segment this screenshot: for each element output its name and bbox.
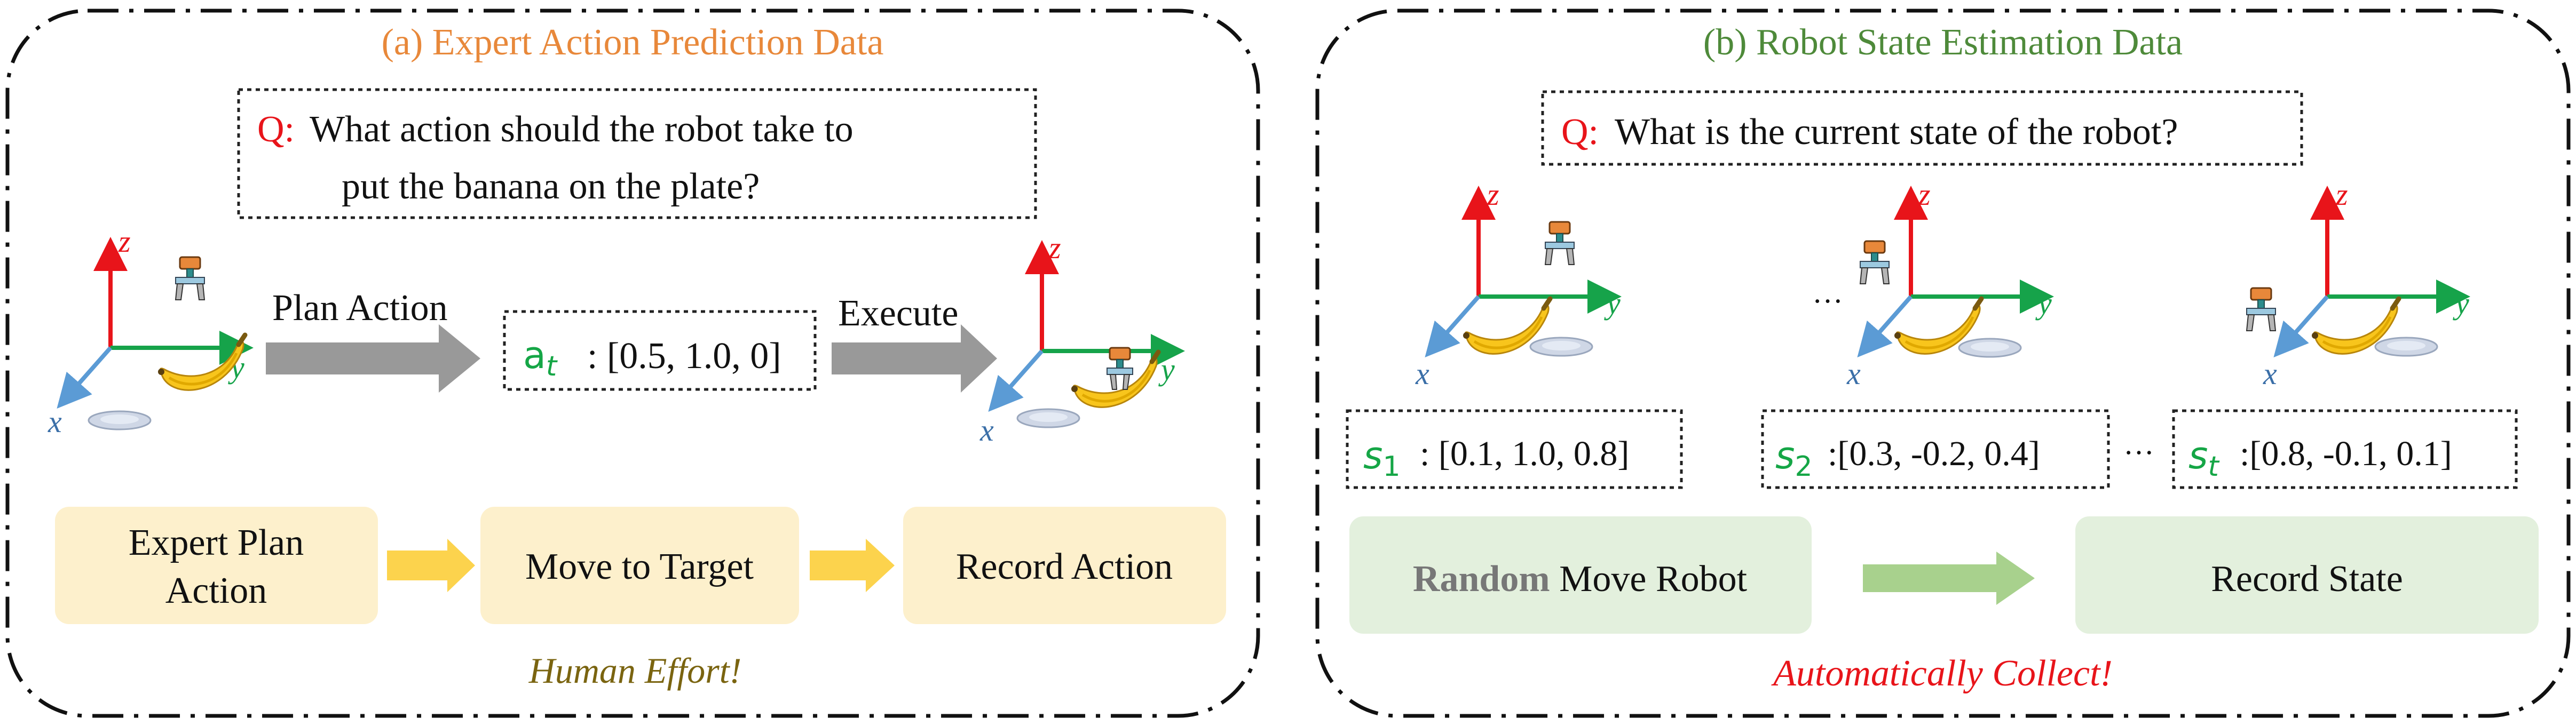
axis-x-label: x [1846,356,1861,391]
axes-triad-icon [994,249,1176,405]
state-value-t: :[0.8, -0.1, 0.1] [2240,434,2452,473]
footer-human-effort: Human Effort! [528,650,742,691]
state-symbol-1: s1 [1363,434,1401,483]
axis-x-label: x [2263,356,2277,391]
question-box-b [1541,90,2303,166]
random-move-label: Random Move Robot [1413,559,1748,600]
record-state-label: Record State [2211,559,2403,600]
plate-icon [1529,337,1593,357]
axes-triad-icon [1431,194,1613,351]
expert-plan-box [55,507,378,624]
state-value-2: :[0.3, -0.2, 0.4] [1828,434,2040,473]
axes-triad-icon [1863,194,2045,351]
expert-plan-line1: Expert Plan [129,522,304,563]
question-box-a [237,88,1037,219]
panel-a-border [5,9,1260,718]
execute-label: Execute [838,293,958,334]
question-b: What is the current state of the robot? [1615,111,2178,153]
arrow-right-icon [810,539,895,592]
scene-a-start: z y x [48,224,245,439]
scene-b-1: z y x [1415,177,1621,391]
question-line2-a: put the banana on the plate? [342,166,760,207]
gripper-icon [175,256,206,301]
arrow-right-icon [387,539,475,592]
action-value-box [503,310,817,391]
panel-b: (b) Robot State Estimation Data Q: What … [1315,9,2571,718]
record-action-box [903,507,1226,624]
random-move-box [1349,516,1812,634]
plate-icon [1958,338,2022,358]
question-line1-a: What action should the robot take to [310,109,854,150]
panel-a: (a) Expert Action Prediction Data Q: Wha… [5,9,1260,718]
question-prefix-b: Q: [1561,111,1599,153]
panel-b-border [1315,9,2571,718]
ellipsis-states: ··· [2123,435,2154,470]
plan-action-label: Plan Action [272,288,448,329]
axis-y-label: y [2035,286,2052,321]
axis-x-label: x [1415,356,1429,391]
axis-x-label: x [48,404,62,439]
state-symbol-t: st [2188,434,2219,483]
panel-b-title: (b) Robot State Estimation Data [1703,22,2183,63]
question-prefix-a: Q: [257,109,295,150]
action-symbol: at [523,333,558,382]
axis-z-label: z [1487,177,1499,212]
gripper-icon [1106,347,1134,390]
plate-icon [2374,337,2438,357]
axis-z-label: z [1918,177,1931,212]
gripper-icon [2246,287,2277,332]
axis-y-label: y [2453,286,2469,321]
footer-automatically-collect: Automatically Collect! [1771,653,2113,694]
scene-a-end: z y x [979,230,1176,448]
state-box-1 [1346,409,1683,489]
record-state-box [2075,516,2539,634]
gripper-icon [1544,221,1575,266]
axes-triad-icon [2279,194,2462,351]
record-action-label: Record Action [956,546,1173,587]
scene-b-t: z y x [2246,177,2469,391]
axis-z-label: z [1048,230,1061,265]
state-box-t [2172,409,2518,489]
state-symbol-2: s2 [1775,434,1813,483]
execute-arrow-icon [832,324,997,393]
axis-z-label: z [2335,177,2348,212]
plate-icon [88,410,152,430]
move-to-target-box [480,507,799,624]
panel-a-title: (a) Expert Action Prediction Data [382,22,884,63]
expert-plan-line2: Action [165,570,267,611]
state-box-2 [1761,409,2110,489]
gripper-icon [1859,240,1890,285]
ellipsis-scenes: ··· [1812,284,1843,318]
scene-b-2: z y x [1846,177,2052,391]
axis-x-label: x [979,413,994,448]
axis-y-label: y [1604,286,1621,321]
arrow-right-icon [1863,552,2035,605]
axis-y-label: y [1158,352,1175,387]
action-value: : [0.5, 1.0, 0] [587,336,781,377]
state-value-1: : [0.1, 1.0, 0.8] [1420,434,1629,473]
plan-arrow-icon [266,324,480,393]
plate-icon [1016,408,1080,428]
axis-z-label: z [118,224,131,259]
move-to-target-label: Move to Target [525,546,754,587]
